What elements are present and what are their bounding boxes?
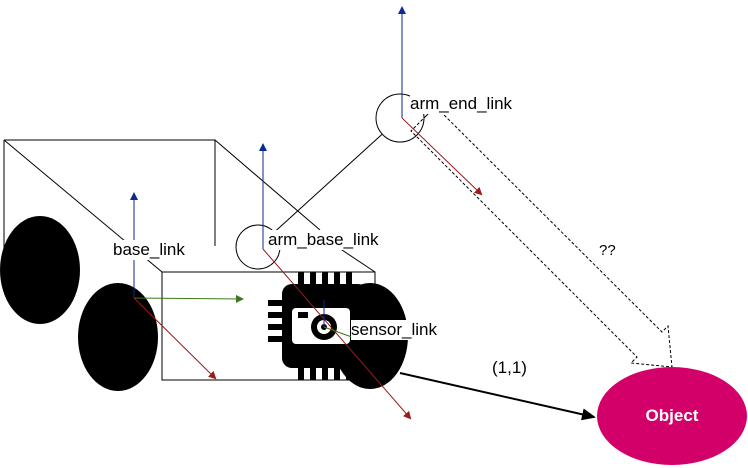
wheel-front-left <box>78 283 158 391</box>
wheel-rear-left <box>0 216 80 324</box>
arm-base-link-label: arm_base_link <box>268 230 379 250</box>
base-link-label: base_link <box>113 240 185 260</box>
sensor-link-label: sensor_link <box>351 320 437 340</box>
known-transform-label: (1,1) <box>492 358 527 377</box>
object-node <box>597 367 747 465</box>
camera-chip-icon <box>268 272 382 380</box>
arm-base-link-frame <box>259 143 412 420</box>
arm-end-link-frame <box>398 6 483 196</box>
unknown-transform-label: ?? <box>599 242 616 259</box>
object-label: Object <box>645 406 699 425</box>
arm-end-link-label: arm_end_link <box>410 94 513 114</box>
known-transform-arrow <box>399 372 596 421</box>
unknown-transform-arrow <box>410 106 673 368</box>
